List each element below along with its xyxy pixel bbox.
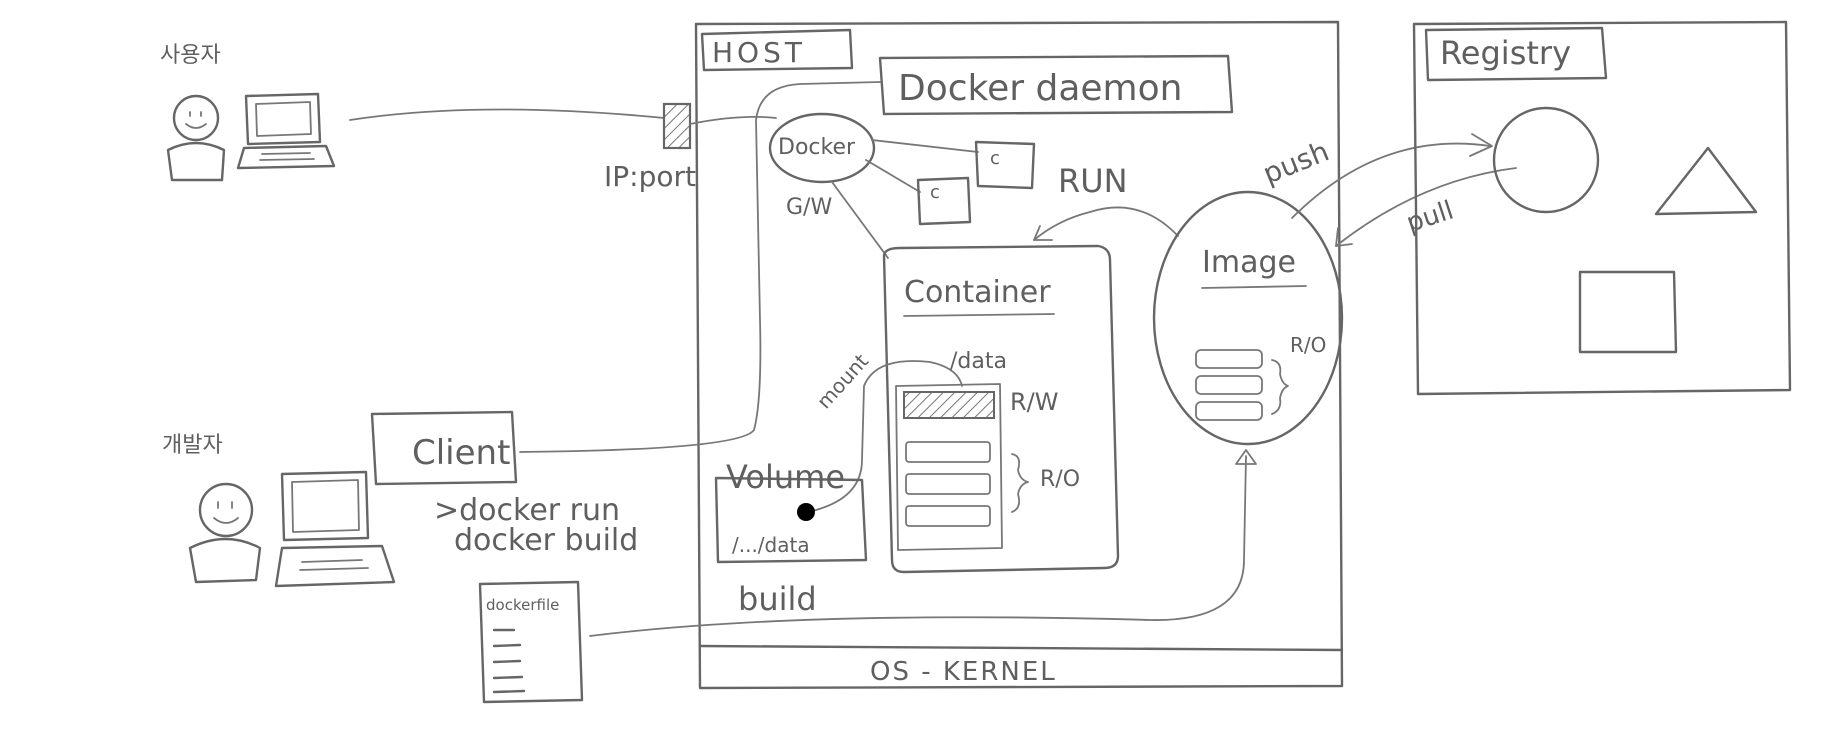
small-container-1: c <box>871 139 1036 190</box>
host-box: HOST OS - KERNEL <box>694 20 1344 690</box>
ro-container-label: R/O <box>1040 467 1080 492</box>
rw-label: R/W <box>1010 388 1059 416</box>
ro-layer-2 <box>905 473 991 495</box>
volume-label: Volume <box>726 458 845 496</box>
image-layer-3 <box>1195 401 1263 421</box>
user-group: 사용자 <box>160 43 336 182</box>
volume-mount-point <box>797 503 815 521</box>
image-layer-2 <box>1195 375 1263 395</box>
pull-arrow: pull <box>1335 167 1517 247</box>
volume-path-label: /.../data <box>732 533 810 557</box>
cmd-build-label: docker build <box>454 523 638 558</box>
ip-port-label: IP:port <box>604 160 696 193</box>
ro-image-label: R/O <box>1290 333 1326 357</box>
developer-label: 개발자 <box>162 433 223 458</box>
host-label: HOST <box>712 36 806 69</box>
user-to-port-line <box>349 108 665 121</box>
ro-layer-3 <box>905 505 991 527</box>
docker-daemon-box: Docker daemon <box>878 54 1234 116</box>
client-box: Client >docker run docker build <box>370 410 638 558</box>
dockerfile-document: dockerfile <box>478 580 584 704</box>
developer-group: 개발자 <box>162 433 396 588</box>
docker-gateway: Docker G/W <box>768 112 876 220</box>
container-box: Container /data R/W R/O <box>882 244 1120 574</box>
docker-daemon-label: Docker daemon <box>898 68 1182 109</box>
docker-gateway-label: Docker <box>778 135 856 160</box>
svg-text:c: c <box>990 148 1000 169</box>
build-label: build <box>738 580 817 618</box>
cmd-run-label: >docker run <box>434 493 620 528</box>
svg-text:c: c <box>930 182 940 203</box>
client-to-daemon-line <box>519 81 881 453</box>
image-node: Image R/O <box>1152 190 1344 446</box>
pull-label: pull <box>1403 195 1457 238</box>
dockerfile-label: dockerfile <box>486 596 559 614</box>
user-person-icon <box>166 94 226 182</box>
port-hatched-box <box>662 102 692 150</box>
small-container-2: c <box>865 159 972 226</box>
port-to-gateway-line <box>689 115 777 125</box>
run-label: RUN <box>1058 162 1128 200</box>
container-data-path-label: /data <box>950 349 1007 374</box>
push-label: push <box>1258 134 1333 190</box>
volume-box: Volume /.../data <box>714 458 868 564</box>
image-label: Image <box>1202 245 1296 280</box>
run-arrow: RUN <box>1033 162 1179 241</box>
registry-image-circle <box>1492 106 1600 214</box>
ip-port-group: IP:port <box>604 102 696 193</box>
user-label: 사용자 <box>160 43 221 68</box>
rw-layer <box>903 391 995 419</box>
ro-layer-1 <box>905 441 991 463</box>
os-kernel-label: OS - KERNEL <box>870 657 1057 687</box>
build-arrow: build <box>589 449 1257 637</box>
registry-image-triangle <box>1654 146 1758 216</box>
gateway-to-container-line <box>831 181 889 259</box>
registry-box: Registry <box>1412 20 1792 396</box>
client-label: Client <box>412 433 510 473</box>
gw-label: G/W <box>786 195 832 220</box>
developer-laptop-icon <box>274 470 396 588</box>
user-laptop-icon <box>236 92 336 170</box>
image-layer-1 <box>1195 349 1263 369</box>
registry-label: Registry <box>1440 34 1571 72</box>
registry-image-square <box>1578 270 1678 354</box>
push-arrow: push <box>1258 133 1493 219</box>
developer-person-icon <box>188 482 262 584</box>
container-label: Container <box>904 275 1051 310</box>
